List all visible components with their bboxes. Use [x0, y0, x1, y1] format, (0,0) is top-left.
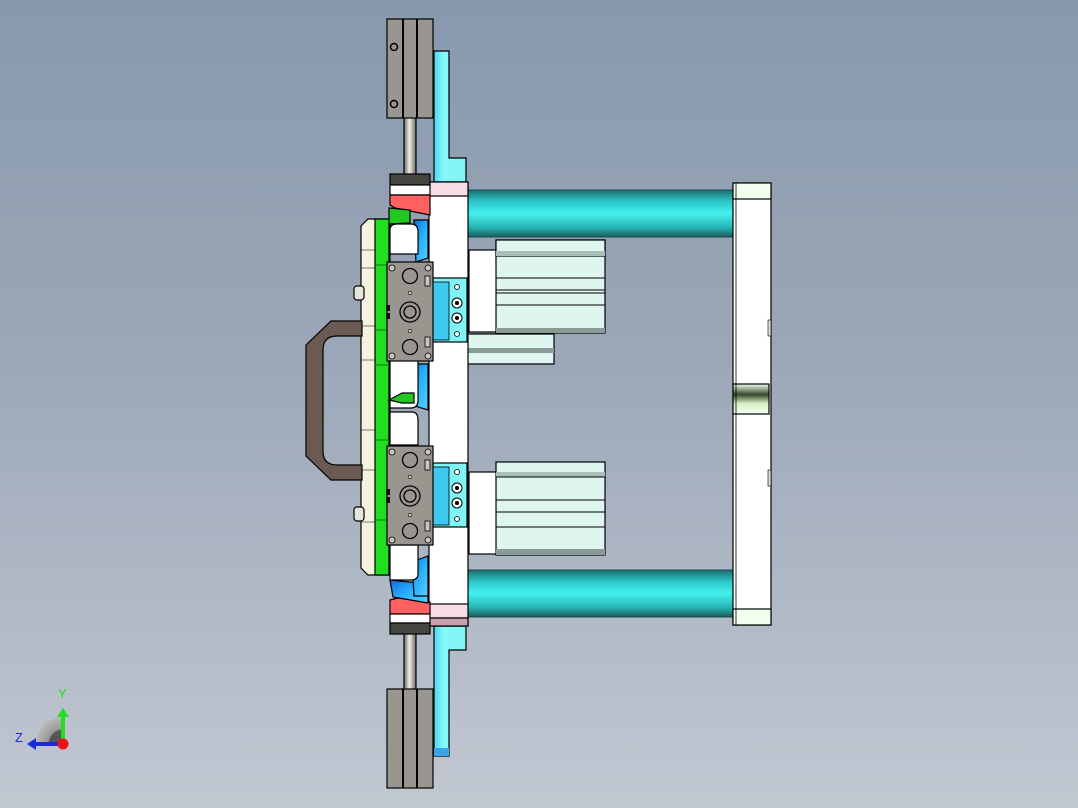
top-guide-rod[interactable] — [465, 189, 737, 238]
y-axis-label: Y — [58, 686, 67, 701]
bottom-slide-block[interactable] — [386, 627, 434, 789]
center-wedge — [387, 392, 415, 404]
bottom-piston-rod — [403, 627, 417, 691]
lower-mount-block[interactable] — [386, 445, 434, 546]
upper-cylinder[interactable] — [465, 239, 606, 365]
bottom-guide-rod[interactable] — [465, 569, 737, 618]
lower-bolt-stud — [353, 506, 365, 522]
bottom-bracket[interactable] — [433, 625, 467, 757]
top-red-pad[interactable] — [389, 173, 431, 216]
handle[interactable] — [305, 320, 363, 481]
green-clamp-strip[interactable] — [374, 207, 411, 576]
upper-port-block[interactable] — [432, 277, 468, 343]
upper-mount-block[interactable] — [386, 261, 434, 362]
top-slide-block[interactable] — [386, 18, 434, 188]
x-axis-point-icon — [57, 738, 69, 750]
lower-cylinder[interactable] — [468, 461, 606, 556]
main-frame-plate[interactable] — [428, 181, 469, 627]
lower-port-block[interactable] — [432, 462, 468, 528]
coordinate-triad: Y Z — [0, 680, 100, 760]
top-bracket[interactable] — [433, 50, 467, 183]
z-axis-label: Z — [15, 730, 23, 745]
right-end-plate[interactable] — [732, 182, 772, 626]
bottom-red-pad[interactable] — [389, 597, 431, 635]
screw-hole-icon — [389, 99, 399, 109]
screw-hole-icon — [389, 42, 399, 52]
upper-bolt-stud — [353, 285, 365, 301]
